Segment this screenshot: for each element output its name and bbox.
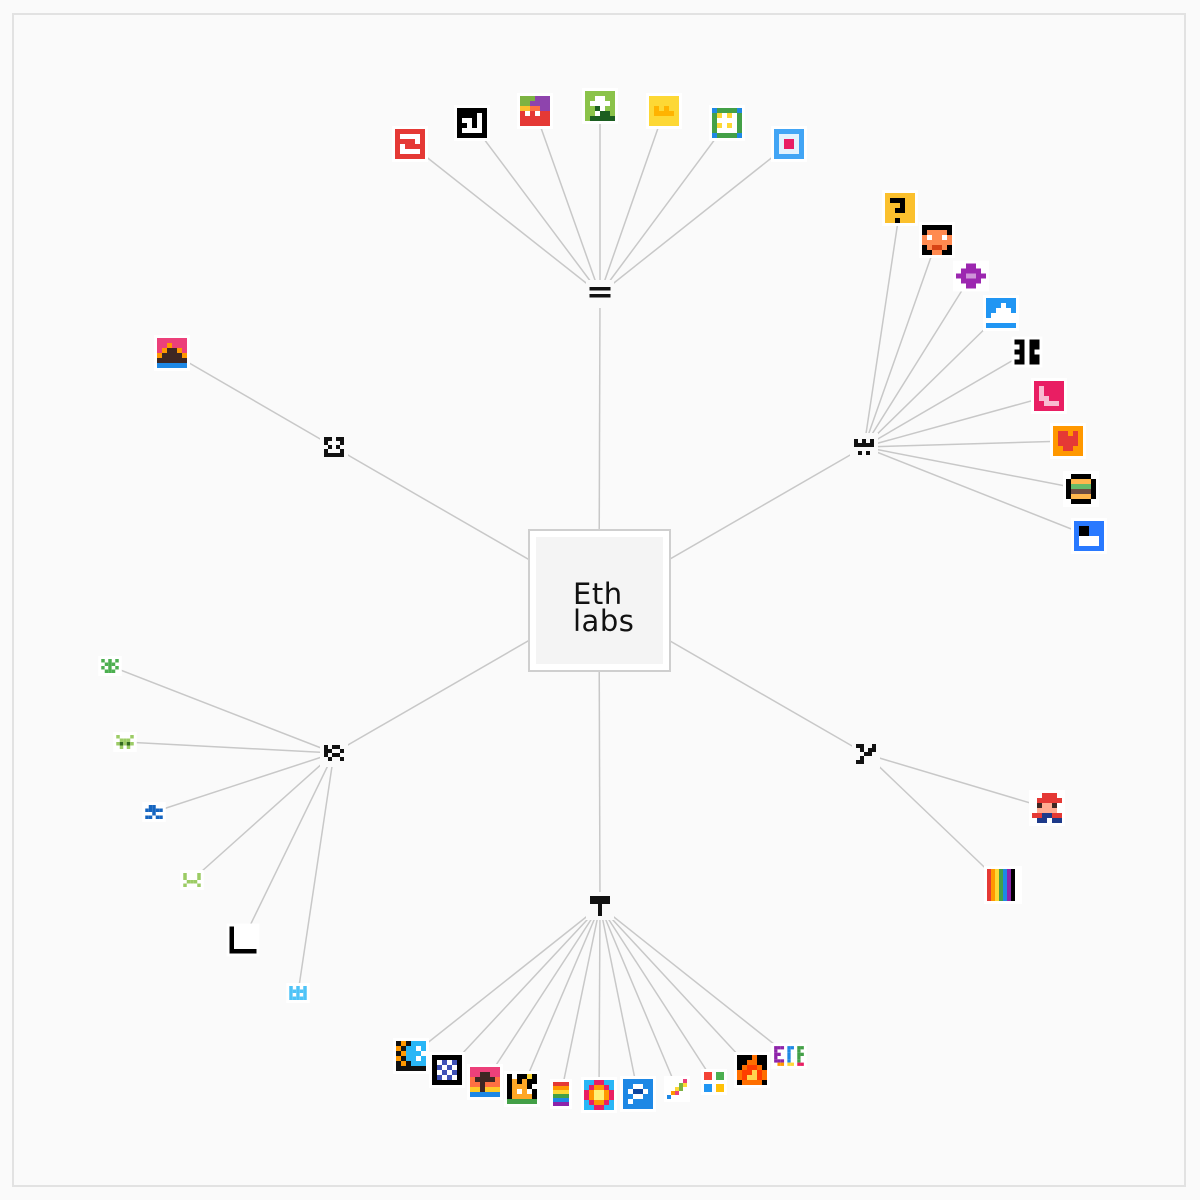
edge-hub-right-pink-curve-art	[863, 395, 1050, 448]
edge-hub-bottom-rainbow-bars-art	[560, 905, 601, 1095]
edge-hub-bottom-blue-moon-art	[410, 905, 601, 1057]
hub-upper-left-smiley-icon[interactable]	[320, 433, 348, 461]
question-block-icon[interactable]	[882, 190, 918, 226]
hub-top-equals-icon[interactable]	[586, 280, 614, 308]
sunset-island-icon[interactable]	[467, 1064, 503, 1100]
edge-hub-bottom-prism-diamond-art	[598, 905, 601, 1096]
lime-creeper-icon[interactable]	[180, 870, 204, 890]
qr-glyph-icon[interactable]	[1011, 336, 1043, 368]
center-logo-line2: labs	[573, 604, 635, 638]
edge-hub-left-lime-invader-art	[124, 741, 335, 754]
blue-sky-icon[interactable]	[983, 295, 1019, 331]
red-scroll-icon[interactable]	[392, 126, 428, 162]
hub-bottom-hammer-icon[interactable]	[586, 892, 614, 920]
window-tiles-icon[interactable]	[701, 1069, 727, 1095]
orange-heart-icon[interactable]	[1050, 423, 1086, 459]
lime-invader-icon[interactable]	[113, 732, 137, 752]
hub-left-dashes-icon[interactable]	[320, 739, 348, 767]
edge-hub-bottom-blue-eye-art	[599, 905, 639, 1095]
edge-hub-top-black-number-art	[471, 122, 601, 295]
center-node[interactable]: Eth labs	[528, 529, 671, 672]
edge-hub-right-pixel-face-art	[863, 239, 938, 448]
rainbow-bars-icon[interactable]	[550, 1079, 572, 1109]
edge-hub-top-red-scroll-art	[409, 143, 601, 295]
black-corner-icon[interactable]	[226, 923, 260, 957]
edge-hub-left-lime-creeper-art	[191, 752, 335, 881]
edge-hub-bottom-sunset-island-art	[484, 905, 601, 1083]
edge-hub-right-blue-sky-art	[863, 312, 1002, 448]
edge-hub-bottom-window-tiles-art	[599, 905, 715, 1083]
center-logo-text: Eth labs	[573, 577, 635, 638]
rainbow-gradient-icon[interactable]	[517, 93, 553, 129]
hub-lower-right-branch-icon[interactable]	[852, 740, 880, 768]
black-grid-icon[interactable]	[429, 1052, 465, 1088]
blue-square-icon[interactable]	[1071, 518, 1107, 554]
edge-hub-bottom-cat-night-art	[521, 905, 601, 1090]
yellow-crown-icon[interactable]	[646, 93, 682, 129]
pencil-icon[interactable]	[664, 1076, 690, 1102]
pixel-face-icon[interactable]	[919, 222, 955, 258]
prism-diamond-icon[interactable]	[581, 1077, 617, 1113]
sunset-mountain-icon[interactable]	[154, 335, 190, 371]
blue-figure-icon[interactable]	[142, 802, 166, 822]
edge-hub-top-blue-heart-frame-art	[599, 143, 790, 295]
hubs-layer	[320, 280, 880, 920]
hub-right-castle-icon[interactable]	[850, 433, 878, 461]
edge-hub-right-qr-glyph-art	[863, 351, 1028, 448]
edge-hub-bottom-eth-rainbow-text-art	[599, 905, 790, 1057]
edge-hub-right-burger-art	[863, 446, 1082, 490]
black-number-icon[interactable]	[454, 105, 490, 141]
rainbow-stripes-icon[interactable]	[984, 866, 1022, 904]
blue-moon-icon[interactable]	[393, 1038, 429, 1074]
edge-hub-left-cyan-ghost-art	[297, 752, 335, 994]
green-arrow-icon[interactable]	[582, 88, 618, 124]
cyan-ghost-icon[interactable]	[286, 983, 310, 1003]
eth-rainbow-text-icon[interactable]	[771, 1043, 807, 1069]
edge-hub-left-black-corner-art	[242, 752, 335, 941]
edge-hub-bottom-black-grid-art	[446, 905, 601, 1071]
edge-hub-left-blue-figure-art	[153, 752, 335, 813]
edge-hub-bottom-flame-art	[599, 905, 753, 1071]
edge-hub-right-question-block-art	[863, 207, 901, 448]
edge-hub-right-orange-heart-art	[863, 440, 1069, 448]
flame-icon[interactable]	[734, 1052, 770, 1088]
green-alien-icon[interactable]	[98, 656, 122, 676]
mario-sprite-icon[interactable]	[1029, 790, 1065, 826]
edge-hub-right-blue-square-art	[863, 446, 1090, 537]
pink-curve-icon[interactable]	[1031, 378, 1067, 414]
edge-hub-lower-right-rainbow-stripes-art	[865, 753, 1004, 886]
edge-hub-top-rainbow-gradient-art	[534, 110, 601, 295]
edge-hub-right-purple-gem-art	[863, 275, 972, 448]
edge-hub-top-blue-window-art	[599, 122, 728, 295]
blue-window-icon[interactable]	[709, 105, 745, 141]
center-logo-line1: Eth	[573, 577, 623, 611]
edges-layer	[109, 106, 1090, 1096]
purple-gem-icon[interactable]	[953, 260, 989, 292]
cat-night-icon[interactable]	[504, 1071, 540, 1107]
leaves-layer	[98, 88, 1107, 1113]
burger-icon[interactable]	[1063, 471, 1099, 507]
edge-hub-upper-left-sunset-mountain-art	[171, 352, 335, 448]
center-node-inner: Eth labs	[536, 537, 663, 664]
edge-hub-bottom-pencil-art	[599, 905, 678, 1090]
edge-hub-left-green-alien-art	[109, 665, 335, 754]
edge-hub-top-yellow-crown-art	[599, 110, 665, 295]
blue-eye-icon[interactable]	[620, 1076, 656, 1112]
blue-heart-frame-icon[interactable]	[771, 126, 807, 162]
edge-hub-lower-right-mario-sprite-art	[865, 753, 1048, 809]
